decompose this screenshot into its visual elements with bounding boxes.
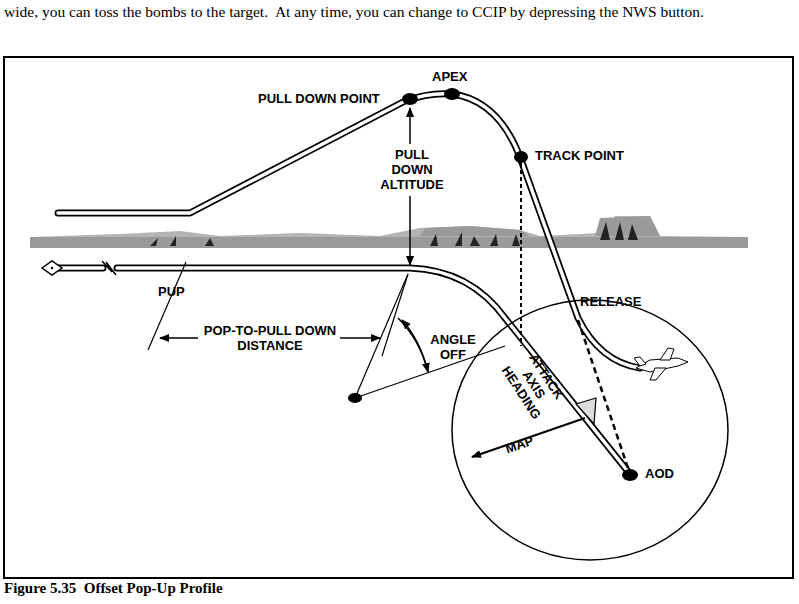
body-text: wide, you can toss the bombs to the targ… xyxy=(4,2,794,22)
vector-label: MAP xyxy=(503,433,535,457)
angle-label: ANGLE OFF xyxy=(430,332,476,362)
point-label: TRACK POINT xyxy=(535,148,624,163)
dimension-label: PULL DOWN ALTITUDE xyxy=(372,146,452,193)
point-label: AOD xyxy=(645,466,674,481)
point-label: RELEASE xyxy=(580,294,641,309)
figure-caption: Figure 5.35 Offset Pop-Up Profile xyxy=(4,581,223,596)
point-label: PULL DOWN POINT xyxy=(258,91,380,106)
point-label: APEX xyxy=(432,69,467,84)
point-label: PUP xyxy=(158,284,185,299)
dimension-label: POP-TO-PULL DOWN DISTANCE xyxy=(200,323,340,353)
